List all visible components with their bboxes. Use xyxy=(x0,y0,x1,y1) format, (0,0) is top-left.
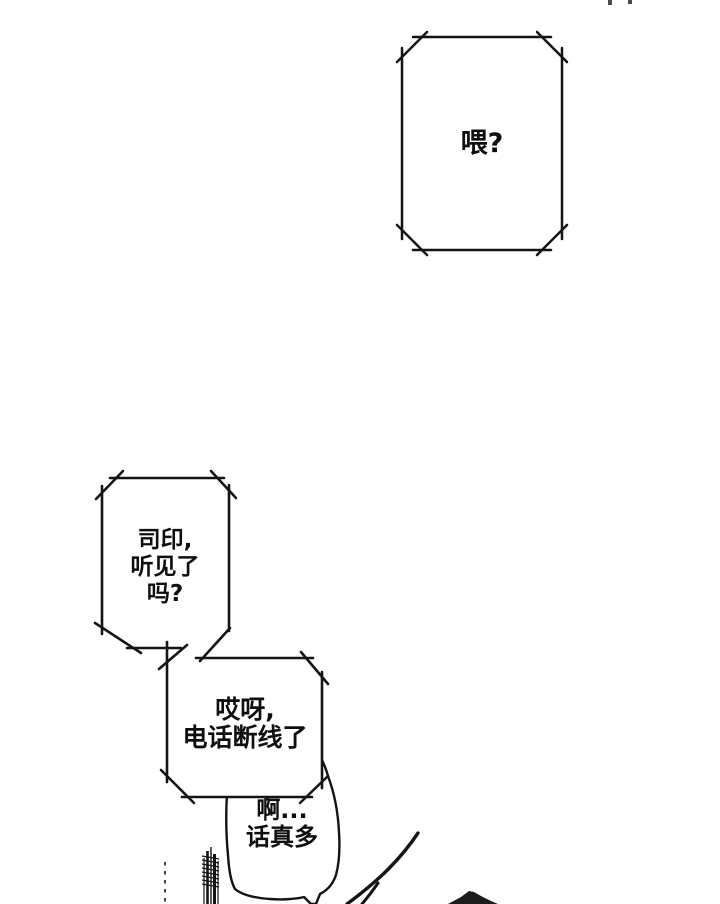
bubble-line: 哎呀, xyxy=(215,694,275,724)
speech-bubble-hello-shape xyxy=(402,37,562,250)
top-edge-marks xyxy=(608,0,632,5)
sweep-curve-large xyxy=(345,831,420,904)
speech-bubble-question-text: 司印, 听见了 吗? xyxy=(100,468,230,648)
speech-bubble-hello-outline xyxy=(395,30,569,257)
speech-bubble-exclaim-text: 哎呀, 电话断线了 xyxy=(167,650,323,797)
speech-bubble-exclaim-outline xyxy=(157,640,330,805)
bubble-line: 吗? xyxy=(146,580,184,607)
bubble-line: 司印, xyxy=(137,526,193,553)
bubble-line: 话真多 xyxy=(246,823,318,851)
sweep-curve-small xyxy=(360,881,380,904)
bubble-line: 听见了 xyxy=(130,553,200,580)
bubble-line: 啊... xyxy=(256,796,308,824)
speech-bubble-pair-fill xyxy=(102,477,322,797)
speech-bubble-hello-text: 喂? xyxy=(402,37,562,250)
bubble-line: 电话断线了 xyxy=(182,722,308,752)
speed-line-hatching xyxy=(201,847,220,904)
thought-bubble-text: 啊... 话真多 xyxy=(222,793,342,855)
bubble-line: 喂? xyxy=(460,128,504,159)
dark-hair-shape xyxy=(448,891,498,904)
speech-bubble-question-outline xyxy=(93,469,238,663)
